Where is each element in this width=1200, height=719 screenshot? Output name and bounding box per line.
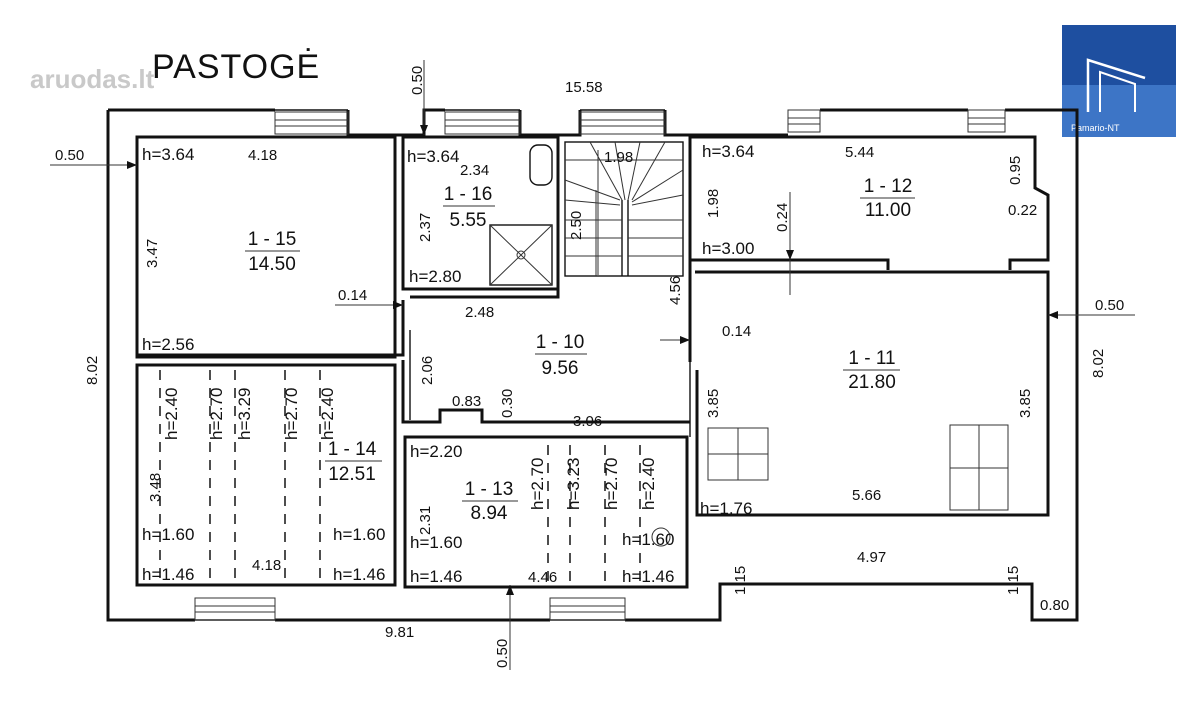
height-lines [159,370,641,584]
room-area: 8.94 [471,503,508,524]
room-id: 1 - 15 [248,229,297,250]
outer-walls [106,108,1079,622]
room-area: 21.80 [848,372,896,393]
height-label: h=2.40 [639,458,658,510]
dimension-label: 3.48 [147,473,164,502]
height-label: h=3.64 [702,142,754,161]
dimension-label: 0.50 [494,639,511,668]
height-label: h=3.23 [564,458,583,510]
height-label: h=2.20 [410,442,462,461]
height-label: h=2.80 [409,267,461,286]
height-label: h=3.00 [702,239,754,258]
height-label: h=1.60 [333,525,385,544]
roof-windows [707,424,1009,511]
dimension-label: 2.31 [417,506,434,535]
dimension-label: 2.06 [419,356,436,385]
brand-title: PASTOGĖ [152,48,320,86]
watermark: aruodas.lt [30,64,155,94]
height-label: h=2.56 [142,335,194,354]
room-label: 1 - 13 8.94 [462,479,518,524]
dimension-label: 1.15 [732,566,749,595]
dimension-label: 1.15 [1005,566,1022,595]
height-label: h=3.29 [235,388,254,440]
room-area: 11.00 [865,200,911,221]
dimension-label: 3.06 [573,413,602,430]
dimension-label: 0.30 [499,389,516,418]
height-label: h=2.40 [162,388,181,440]
room-outlines [135,135,1050,589]
room-label: 1 - 14 12.51 [325,439,382,485]
room-area: 14.50 [248,254,296,275]
room-id: 1 - 16 [444,184,493,205]
dimension-label: 2.50 [568,211,585,240]
room-id: 1 - 10 [536,332,585,353]
room-labels: 1 - 15 14.50 1 - 16 5.55 1 - 12 11.00 1 … [245,176,915,524]
height-label: h=2.70 [602,458,621,510]
dimension-label: 4.46 [528,569,557,586]
height-label: h=3.64 [407,147,459,166]
dimension-label: 1.98 [604,149,633,166]
dimension-label: 3.47 [144,239,161,268]
dimension-label: 8.02 [1090,349,1107,378]
height-label: h=1.60 [410,533,462,552]
height-label: h=2.70 [528,458,547,510]
height-label: h=2.70 [282,388,301,440]
dimension-label: 0.95 [1007,156,1024,185]
dimension-label: 1.98 [705,189,722,218]
dimension-label: 0.50 [409,66,426,95]
room-label: 1 - 15 14.50 [245,229,300,275]
height-label: h=1.46 [622,567,674,586]
dimension-label: 4.97 [857,549,886,566]
dimension-label: 4.18 [248,147,277,164]
dimension-label: 8.02 [84,356,101,385]
dimension-label: 5.44 [845,144,874,161]
room-id: 1 - 14 [328,439,377,460]
dimension-label: 2.37 [417,213,434,242]
height-label: h=1.46 [142,565,194,584]
dimension-label: 4.18 [252,557,281,574]
height-label: h=2.40 [318,388,337,440]
room-id: 1 - 12 [864,176,913,197]
dimension-label: 2.48 [465,304,494,321]
dimension-label: 5.66 [852,487,881,504]
dimension-label: 15.58 [565,79,603,96]
height-label: h=1.60 [142,525,194,544]
room-label: 1 - 11 21.80 [843,348,900,393]
height-label: h=1.46 [410,567,462,586]
dimension-lines [50,60,1135,670]
dimension-label: 0.50 [55,147,84,164]
room-id: 1 - 13 [465,479,514,500]
dimension-label: 0.50 [1095,297,1124,314]
agency-logo: Pamario-NT [1062,25,1176,137]
dimension-label: 0.14 [338,287,367,304]
height-labels: h=3.64 h=3.64 h=3.64 h=2.80 h=3.00 h=2.5… [142,142,754,586]
height-label: h=3.64 [142,145,194,164]
height-label: h=1.76 [700,499,752,518]
dimension-label: 0.24 [774,203,791,232]
height-label: h=2.70 [207,388,226,440]
dimension-label: 2.34 [460,162,489,179]
staircase [564,141,684,277]
dimension-label: 0.22 [1008,202,1037,219]
dimension-label: 3.85 [705,389,722,418]
room-area: 5.55 [450,210,487,231]
room-id: 1 - 11 [848,348,895,369]
room-label: 1 - 12 11.00 [860,176,915,221]
dimension-label: 9.81 [385,624,414,641]
dimension-label: 0.80 [1040,597,1069,614]
height-label: h=1.46 [333,565,385,584]
room-area: 9.56 [542,358,579,379]
room-label: 1 - 16 5.55 [443,184,495,231]
dimension-label: 0.83 [452,393,481,410]
dimension-labels: 15.58 0.50 0.50 0.50 0.50 4.18 3.47 2.34… [55,66,1124,668]
bathroom-fixtures [489,144,671,547]
room-label: 1 - 10 9.56 [535,332,587,379]
room-area: 12.51 [328,464,376,485]
height-label: h=1.60 [622,530,674,549]
dimension-label: 4.56 [667,276,684,305]
dimension-label: 3.85 [1017,389,1034,418]
agency-logo-label: Pamario-NT [1071,123,1120,133]
dimension-label: 0.14 [722,323,751,340]
